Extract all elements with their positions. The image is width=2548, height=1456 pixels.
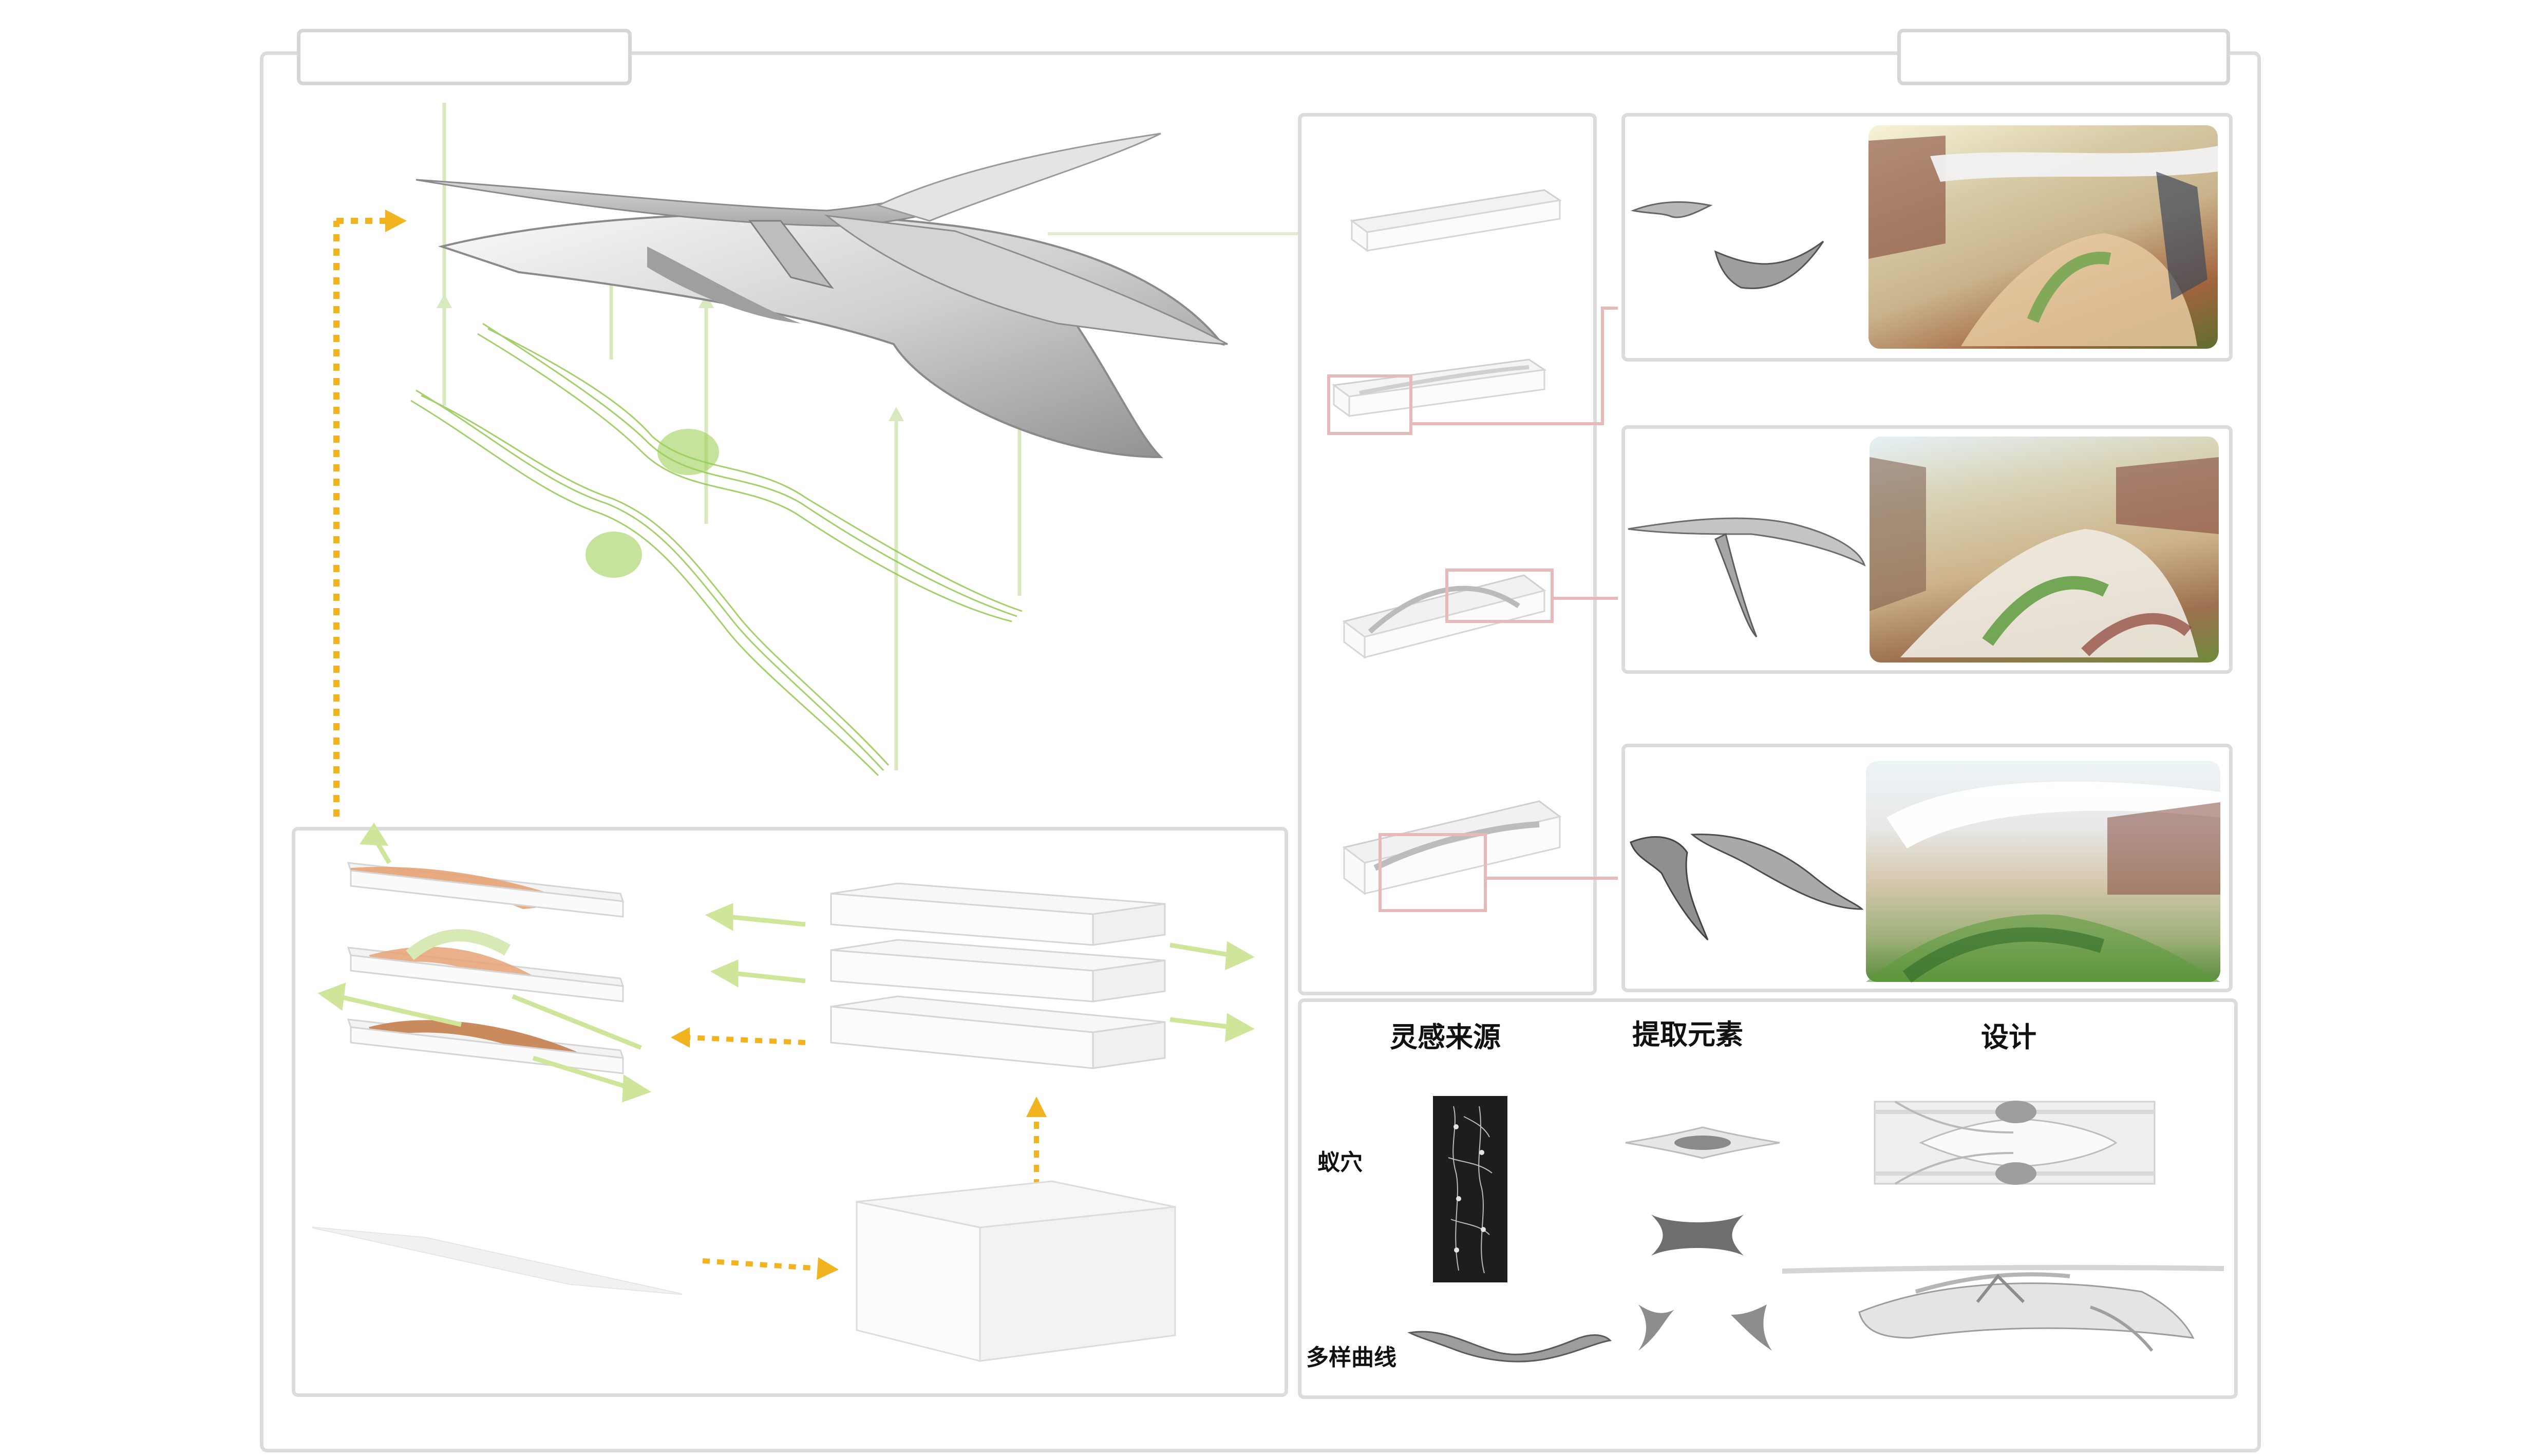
curve-ribbon <box>1407 1331 1612 1363</box>
render-overlay-2 <box>1870 457 2219 657</box>
ant-nest-photo <box>1433 1096 1507 1282</box>
extracted-element-2 <box>1628 517 1866 638</box>
highlight-connectors <box>1412 307 1618 880</box>
design-perspective <box>1782 1264 2224 1352</box>
extracted-element-3 <box>1630 834 1864 941</box>
mass-step-diagrams <box>1327 189 1562 912</box>
render-overlay-1 <box>1868 136 2218 346</box>
extracted-curved-pieces <box>1638 1304 1772 1351</box>
extracted-x-shape <box>1651 1215 1744 1256</box>
ant-nest-pattern <box>1448 1106 1493 1274</box>
header-design: 设计 <box>1981 1021 2036 1053</box>
extracted-lens-shape <box>1625 1126 1780 1159</box>
row-label-ant-nest: 蚁穴 <box>1317 1149 1363 1176</box>
header-inspiration: 灵感来源 <box>1390 1021 1501 1053</box>
design-plan <box>1874 1101 2156 1185</box>
title-tab-right <box>1897 29 2230 85</box>
extracted-element-1 <box>1630 201 1824 289</box>
render-overlay-3 <box>1866 781 2220 983</box>
outer-frame <box>260 51 2261 1452</box>
row-label-curves: 多样曲线 <box>1306 1345 1396 1371</box>
massing-process-diagram <box>312 822 1255 1362</box>
title-tab-left <box>297 29 632 85</box>
form-generation-diagram <box>333 103 1335 817</box>
header-extract: 提取元素 <box>1632 1018 1743 1051</box>
